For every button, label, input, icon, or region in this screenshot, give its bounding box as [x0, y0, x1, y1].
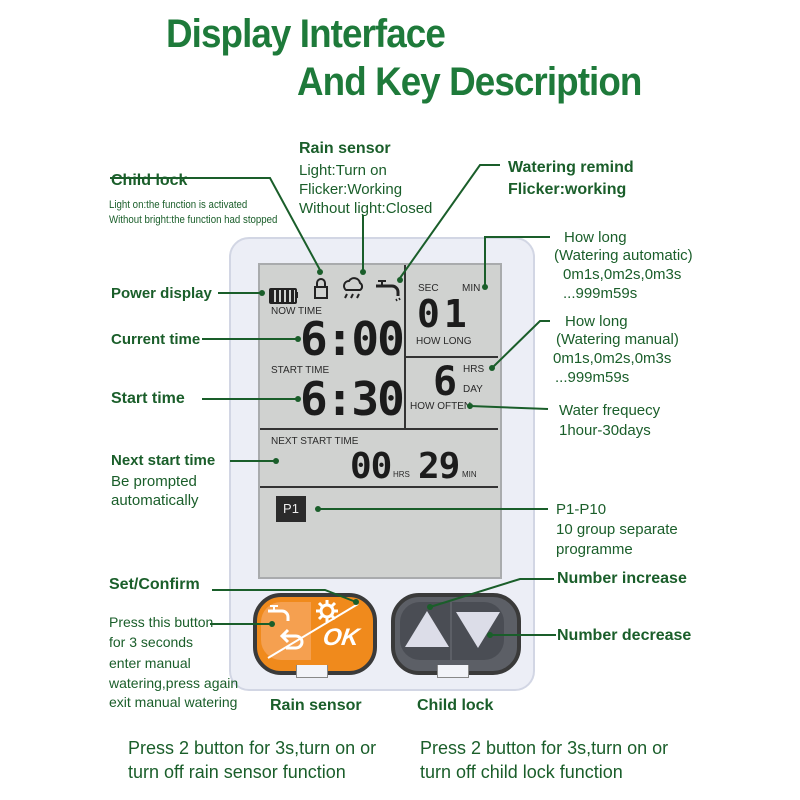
- power-display-label: Power display: [111, 285, 212, 302]
- how-long-manual-line-4: ...999m59s: [555, 369, 630, 386]
- lcd-how-often-label: HOW OFTEN: [410, 401, 472, 412]
- title-line-2: And Key Description: [297, 60, 642, 104]
- faucet-icon: [268, 605, 290, 621]
- how-long-auto-line-4: ...999m59s: [563, 285, 638, 302]
- watering-remind-line-2: Flicker:working: [508, 181, 627, 198]
- child-lock-line-2: Without bright:the function had stopped: [109, 214, 278, 226]
- set-confirm-line-2: for 3 seconds: [109, 634, 194, 650]
- set-confirm-line-3: enter manual: [109, 655, 191, 671]
- battery-tip: [295, 292, 298, 298]
- lcd-next-hrs-unit: HRS: [393, 470, 410, 479]
- lcd-how-often-value: 6: [433, 359, 458, 405]
- lcd-how-long-label: HOW LONG: [416, 336, 472, 347]
- back-arrow-icon: [279, 628, 304, 650]
- lcd-next-min-unit: MIN: [462, 470, 477, 479]
- programs-line-2: 10 group separate: [556, 521, 678, 538]
- down-arrow-icon: [456, 612, 500, 648]
- rain-sensor-line-1: Light:Turn on: [299, 162, 387, 179]
- rain-sensor-bottom-label: Rain sensor: [270, 697, 362, 714]
- child-lock-bottom-label: Child lock: [417, 697, 494, 714]
- next-start-title: Next start time: [111, 452, 216, 469]
- next-start-line-2: automatically: [111, 492, 199, 509]
- how-long-manual-line-3: 0m1s,0m2s,0m3s: [553, 350, 672, 367]
- lcd-vertical-divider: [404, 265, 406, 428]
- how-long-manual-line-1: How long: [565, 313, 628, 330]
- bottom-right-line-1: Press 2 button for 3s,turn on or: [420, 738, 669, 758]
- next-start-line-1: Be prompted: [111, 473, 197, 490]
- lcd-screen: [258, 263, 502, 579]
- lcd-sec-label: SEC: [418, 283, 439, 294]
- gear-icon: [316, 600, 338, 622]
- rain-sensor-tab: [296, 665, 328, 678]
- programs-line-3: programme: [556, 541, 633, 558]
- water-frequency-line-1: Water frequecy: [559, 402, 661, 419]
- lcd-next-start-label: NEXT START TIME: [271, 436, 359, 447]
- lcd-start-time-label: START TIME: [271, 365, 330, 376]
- number-decrease-label: Number decrease: [557, 627, 692, 644]
- lcd-how-long-value: 01: [417, 292, 471, 336]
- faucet-icon: [376, 280, 401, 302]
- bottom-left-line-1: Press 2 button for 3s,turn on or: [128, 738, 377, 758]
- number-increase-label: Number increase: [557, 570, 687, 587]
- current-time-label: Current time: [111, 331, 201, 348]
- child-lock-line-1: Light on:the function is activated: [109, 199, 248, 211]
- child-lock-title: Child lock: [111, 172, 188, 189]
- bottom-right-line-2: turn off child lock function: [420, 762, 623, 782]
- set-confirm-line-1: Press this button: [109, 614, 214, 630]
- lcd-divider-lower: [260, 486, 498, 488]
- lcd-next-minutes: 29: [418, 446, 460, 487]
- set-confirm-line-4: watering,press again: [109, 675, 239, 691]
- how-long-auto-line-1: How long: [564, 229, 627, 246]
- how-long-auto-line-3: 0m1s,0m2s,0m3s: [563, 266, 682, 283]
- rain-sensor-line-3: Without light:Closed: [299, 200, 433, 217]
- up-arrow-icon: [405, 611, 449, 647]
- rain-cloud-icon: [343, 277, 364, 299]
- lcd-day-label: DAY: [463, 384, 483, 395]
- start-time-label: Start time: [111, 390, 185, 407]
- rain-sensor-line-2: Flicker:Working: [299, 181, 403, 198]
- set-confirm-line-5: exit manual watering: [109, 694, 238, 710]
- orange-button-graphics: [267, 603, 359, 659]
- lcd-now-time-value: 6:00: [300, 312, 405, 366]
- lcd-divider-right: [404, 356, 498, 358]
- water-frequency-line-2: 1hour-30days: [559, 422, 651, 439]
- bottom-left-line-2: turn off rain sensor function: [128, 762, 346, 782]
- how-long-auto-line-2: (Watering automatic): [554, 247, 693, 264]
- lcd-hrs-label: HRS: [463, 364, 485, 375]
- lcd-divider-middle: [260, 428, 498, 430]
- lcd-start-time-value: 6:30: [300, 372, 405, 426]
- rain-sensor-title: Rain sensor: [299, 140, 391, 157]
- lcd-now-time-label: NOW TIME: [271, 306, 322, 317]
- lock-icon: [314, 278, 328, 299]
- watering-remind-line-1: Watering remind: [508, 159, 634, 176]
- lcd-min-label: MIN: [462, 283, 481, 294]
- lcd-program-badge: P1: [276, 496, 306, 522]
- how-long-manual-line-2: (Watering manual): [556, 331, 679, 348]
- set-confirm-title: Set/Confirm: [109, 576, 200, 593]
- programs-line-1: P1-P10: [556, 501, 607, 518]
- lcd-next-hours: 00: [350, 446, 392, 487]
- child-lock-tab: [437, 665, 469, 678]
- title-line-1: Display Interface: [166, 12, 446, 56]
